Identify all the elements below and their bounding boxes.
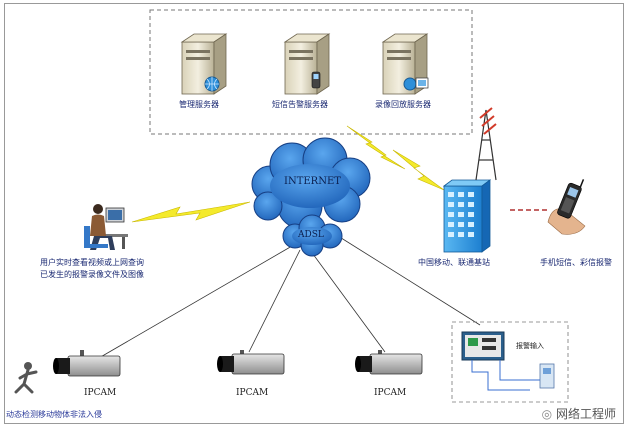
adsl-label: ADSL [298,230,324,240]
internet-label: INTERNET [284,176,341,187]
camera-label-1: IPCAM [84,388,117,398]
connection-lines [91,235,481,363]
bolt-user [131,201,251,223]
internet-cloud-icon [251,137,371,229]
management-server-label: 管理服务器 [179,100,219,109]
sms-alarm-server-label: 短信告警服务器 [272,100,328,109]
user-at-computer-icon [84,204,128,250]
bolt-station [392,149,445,191]
server-management-icon [180,33,228,95]
user-caption-line2: 已发生的报警录像文件及图像 [40,270,144,279]
camera-label-2: IPCAM [236,388,269,398]
server-enclosure [149,9,473,135]
outer-frame [4,3,624,424]
camera-label-3: IPCAM [374,388,407,398]
mobile-phone-icon [547,179,586,235]
adsl-cloud-icon [282,214,343,257]
server-playback-icon [381,33,429,95]
base-station-icon [442,107,497,253]
intruder-icon [14,362,38,394]
camera-icon-3 [355,350,423,375]
server-sms-alarm-icon [283,33,331,95]
watermark: ◎ 网络工程师 [542,405,616,422]
alarm-input-label: 报警输入 [516,342,544,350]
wechat-icon: ◎ [541,407,553,421]
intruder-caption: 动态检测移动物体非法入侵 [6,410,102,419]
bolt-servers [346,125,406,170]
camera-icon-1 [53,350,121,377]
alarm-input-box [451,321,569,403]
user-caption-line1: 用户实时查看视频或上网查询 [40,258,144,267]
watermark-text: 网络工程师 [555,407,616,421]
camera-icon-2 [217,350,285,375]
playback-server-label: 录像回放服务器 [375,100,431,109]
base-station-label: 中国移动、联通基站 [418,258,490,267]
phone-alarm-label: 手机短信、彩信报警 [540,258,612,267]
tower-icon [475,109,497,181]
